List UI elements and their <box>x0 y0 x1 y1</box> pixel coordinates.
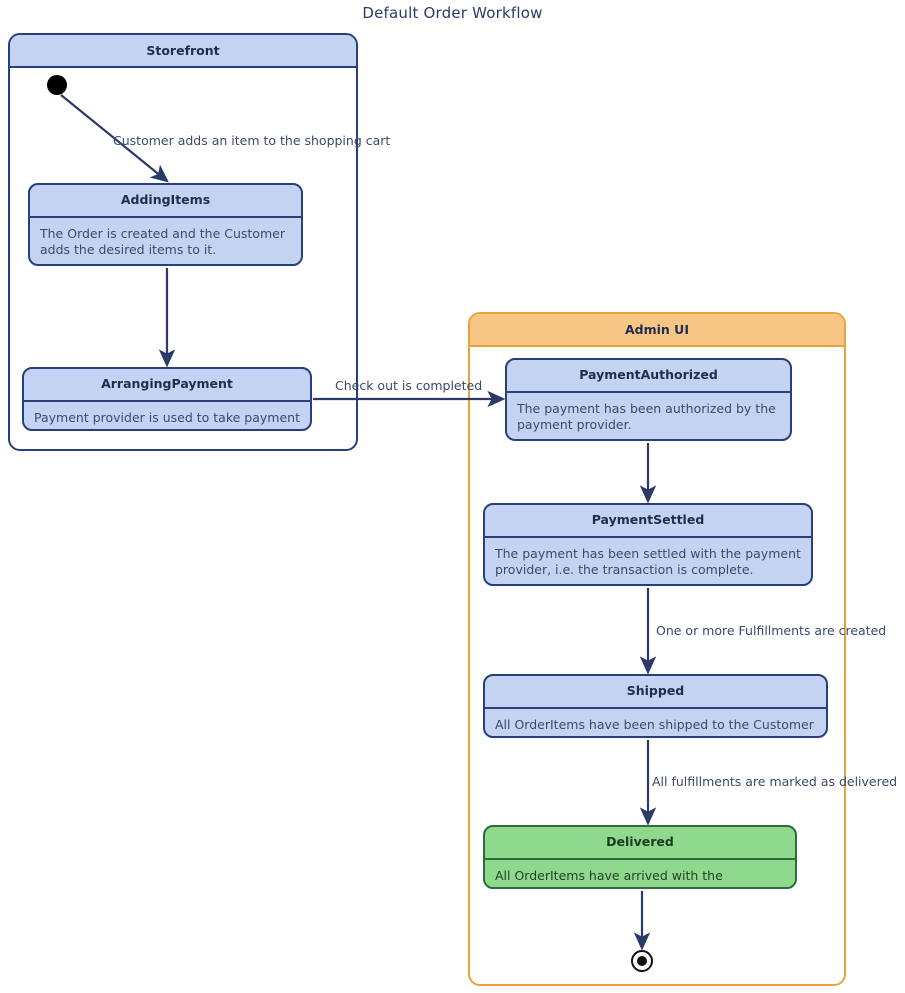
state-paymentauthorized-description: The payment has been authorized by the p… <box>517 400 776 433</box>
state-addingitems-name: AddingItems <box>30 185 301 218</box>
state-arrangingpayment-name: ArrangingPayment <box>24 369 310 402</box>
edge-label-check-out-completed: Check out is completed <box>335 378 483 393</box>
state-delivered-name: Delivered <box>485 827 795 860</box>
initial-state-marker <box>47 75 67 95</box>
composite-adminui-title: Admin UI <box>470 314 844 347</box>
state-paymentauthorized-name: PaymentAuthorized <box>507 360 790 393</box>
state-shipped-description: All OrderItems have been shipped to the … <box>495 716 814 732</box>
diagram-title: Default Order Workflow <box>362 4 543 22</box>
state-paymentsettled-description: The payment has been settled with the pa… <box>495 545 801 578</box>
state-addingitems-description: The Order is created and the Customer ad… <box>40 225 285 258</box>
state-arrangingpayment[interactable]: ArrangingPayment Payment provider is use… <box>22 367 312 431</box>
state-addingitems[interactable]: AddingItems The Order is created and the… <box>28 183 303 266</box>
edge-label-customer-adds-item: Customer adds an item to the shopping ca… <box>113 133 391 148</box>
state-paymentauthorized[interactable]: PaymentAuthorized The payment has been a… <box>505 358 792 441</box>
composite-storefront-title: Storefront <box>10 35 356 68</box>
state-shipped[interactable]: Shipped All OrderItems have been shipped… <box>483 674 828 738</box>
state-shipped-name: Shipped <box>485 676 826 709</box>
edge-label-fulfillments-created: One or more Fulfillments are created <box>656 623 887 638</box>
state-paymentsettled[interactable]: PaymentSettled The payment has been sett… <box>483 503 813 586</box>
edge-label-fulfillments-delivered: All fulfillments are marked as delivered <box>652 774 898 789</box>
state-paymentsettled-name: PaymentSettled <box>485 505 811 538</box>
final-state-marker <box>631 950 653 972</box>
state-delivered[interactable]: Delivered All OrderItems have arrived wi… <box>483 825 797 889</box>
state-arrangingpayment-description: Payment provider is used to take payment <box>34 409 300 425</box>
state-delivered-description: All OrderItems have arrived with the Cus… <box>495 867 723 888</box>
